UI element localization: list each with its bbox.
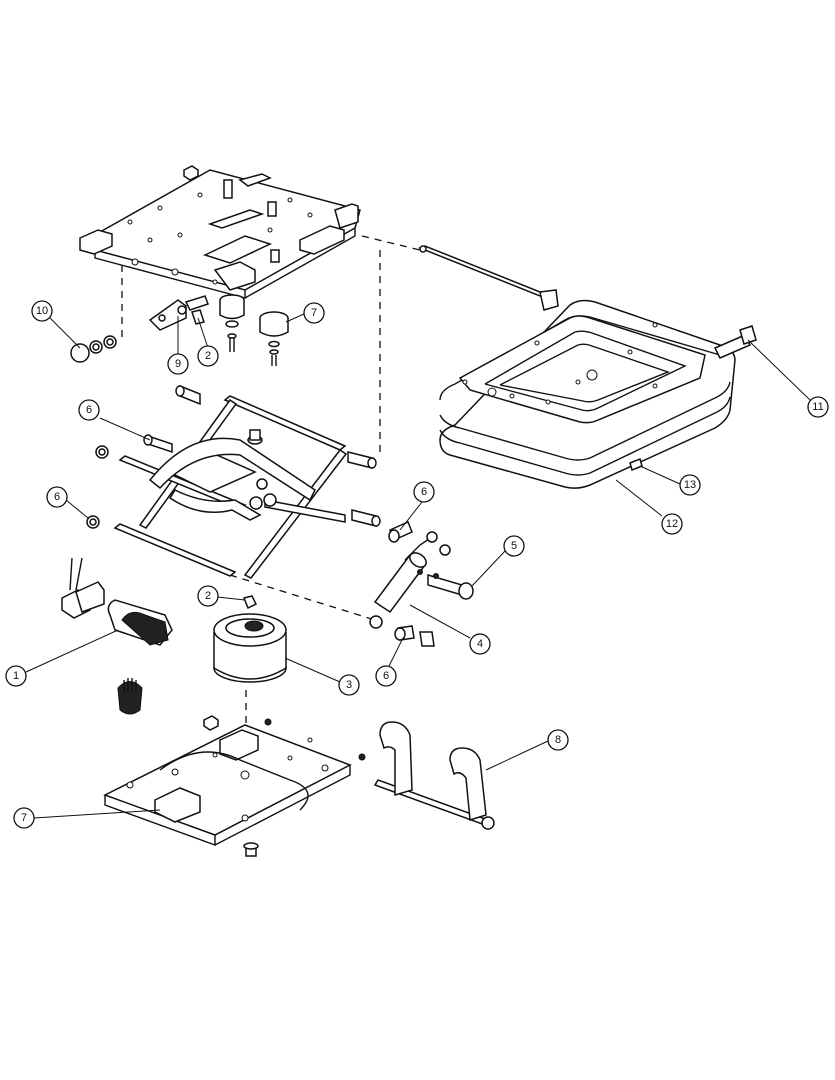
svg-text:11: 11 <box>812 401 823 413</box>
svg-text:6: 6 <box>383 670 389 682</box>
seat-bellows-cushion <box>439 299 757 489</box>
svg-text:8: 8 <box>555 734 561 746</box>
svg-text:4: 4 <box>477 638 483 650</box>
callout-13: 13 <box>679 474 701 496</box>
svg-text:7: 7 <box>21 812 27 824</box>
bottom-base-plate <box>103 715 366 857</box>
svg-text:13: 13 <box>684 479 696 491</box>
top-mounting-plate <box>79 165 361 299</box>
scissor-frame <box>86 384 381 579</box>
callout-12: 12 <box>661 513 683 535</box>
svg-text:10: 10 <box>36 305 48 317</box>
callout-8: 8 <box>547 729 569 751</box>
leader-lines <box>25 313 811 819</box>
seat-arm-brackets <box>373 721 495 830</box>
callout-10: 10 <box>31 300 53 322</box>
svg-text:12: 12 <box>666 518 678 530</box>
callout-1: 1 <box>5 665 27 687</box>
callout-11: 11 <box>807 396 829 418</box>
callout-6: 6 <box>413 481 435 503</box>
shock-absorber <box>369 520 474 647</box>
svg-text:6: 6 <box>54 491 60 503</box>
svg-text:5: 5 <box>511 540 517 552</box>
small-hardware-left <box>70 294 289 366</box>
callout-7: 7 <box>13 807 35 829</box>
air-spring <box>213 595 287 683</box>
callout-5: 5 <box>503 535 525 557</box>
svg-text:2: 2 <box>205 350 211 362</box>
svg-text:1: 1 <box>13 670 19 682</box>
adjuster-rod <box>417 245 559 311</box>
svg-text:3: 3 <box>346 679 352 691</box>
svg-text:7: 7 <box>311 307 317 319</box>
callout-9: 9 <box>167 353 189 375</box>
callout-2: 2 <box>197 345 219 367</box>
svg-text:6: 6 <box>421 486 427 498</box>
compressor-assembly <box>61 557 173 715</box>
svg-text:2: 2 <box>205 590 211 602</box>
callout-6: 6 <box>375 665 397 687</box>
callout-4: 4 <box>469 633 491 655</box>
callout-7: 7 <box>303 302 325 324</box>
callout-6: 6 <box>46 486 68 508</box>
callout-2: 2 <box>197 585 219 607</box>
svg-text:9: 9 <box>175 358 181 370</box>
callout-3: 3 <box>338 674 360 696</box>
callout-6: 6 <box>78 399 100 421</box>
svg-text:6: 6 <box>86 404 92 416</box>
